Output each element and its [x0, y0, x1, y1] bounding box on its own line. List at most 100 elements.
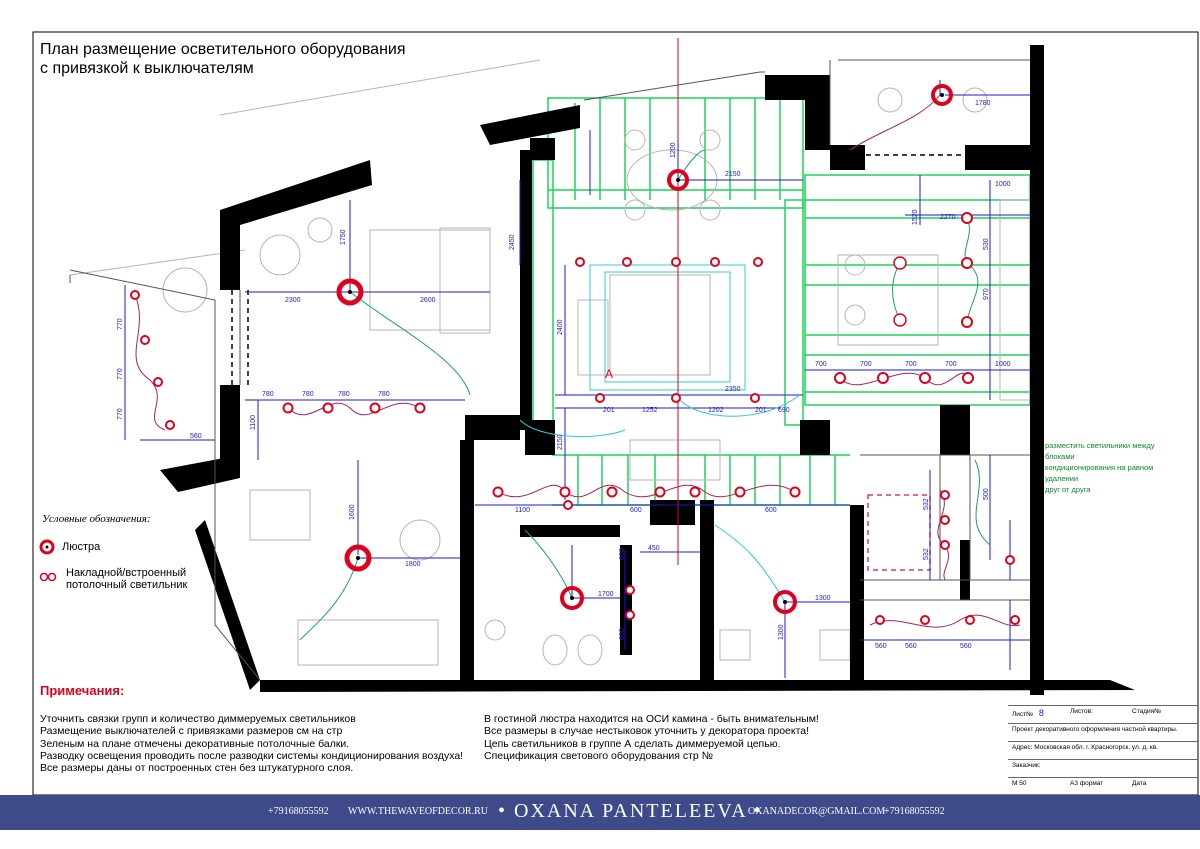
dim-label: 560 — [905, 643, 917, 650]
spot-light-icon — [671, 257, 681, 267]
green-annotation-line-1: разместить светильники между блоками — [1045, 441, 1155, 461]
dim-label: 450 — [648, 545, 660, 552]
walls — [160, 45, 1135, 695]
spot-lights — [130, 212, 1020, 625]
spot-light-icon — [710, 257, 720, 267]
spot-light-icon — [689, 486, 701, 498]
spot-light-icon — [369, 402, 381, 414]
stamp-date: Дата — [1132, 780, 1147, 787]
dim-label: 700 — [905, 361, 917, 368]
dim-label: 532 — [923, 548, 930, 560]
dim-label: 780 — [262, 391, 274, 398]
spot-light-icon — [622, 257, 632, 267]
dimension-labels: 1750 2300 2600 780 780 780 780 1100 1600… — [117, 100, 1011, 650]
green-annotation-line-3: друг от друга — [1045, 485, 1091, 494]
spot-light-icon — [1005, 555, 1015, 565]
spot-light-icon — [625, 585, 635, 595]
dim-label: 2350 — [725, 386, 741, 393]
dim-label: 1750 — [340, 229, 347, 245]
ceiling-outline — [589, 264, 746, 391]
dim-label: 600 — [765, 507, 777, 514]
note-line: В гостиной люстра находится на ОСИ камин… — [484, 713, 819, 725]
spot-light-icon — [940, 490, 950, 500]
dim-label: 770 — [117, 368, 124, 380]
spot-light-icon — [595, 393, 605, 403]
notes-left: Уточнить связки групп и количество димме… — [40, 713, 463, 774]
chandelier-icon — [667, 169, 689, 191]
title-line-2: с привязкой к выключателям — [40, 60, 254, 77]
spot-light-icon — [734, 486, 746, 498]
footer-email: OXANADECOR@GMAIL.COM — [748, 806, 886, 817]
dim-label: 532 — [923, 498, 930, 510]
dim-label: 1520 — [912, 209, 919, 225]
spot-light-icon — [563, 500, 573, 510]
spot-light-icon — [920, 615, 930, 625]
chandelier-icon — [344, 544, 372, 572]
stamp-sheets-label: Листов: — [1070, 708, 1093, 715]
stamp-sheet-label: Лист№ — [1012, 711, 1034, 718]
spot-light-icon — [961, 212, 973, 224]
dim-label: 530 — [983, 238, 990, 250]
spot-light-icon — [559, 486, 571, 498]
spot-light-icon — [919, 372, 931, 384]
spot-light-icon — [1010, 615, 1020, 625]
title-block: Лист№ 8 Листов: Стадия№ Проект декоратив… — [1008, 700, 1198, 820]
spot-light-icon — [940, 515, 950, 525]
dim-label: 2150 — [557, 434, 564, 450]
spot-light-icon — [140, 335, 150, 345]
note-line: Все размеры в случае нестыковок уточнить… — [484, 725, 810, 738]
spot-light-icon — [153, 377, 163, 387]
spot-light-icon — [753, 257, 763, 267]
spot-light-icon — [282, 402, 294, 414]
footer-bar: +79168055592 WWW.THEWAVEOFDECOR.RU • OXA… — [0, 795, 1200, 830]
footer-website: WWW.THEWAVEOFDECOR.RU — [348, 806, 488, 817]
dim-label: 1100 — [515, 507, 530, 514]
stamp-bottom-row: М 50 А3 формат Дата — [1008, 777, 1198, 795]
legend-spot-label: Накладной/встроенный потолочный светильн… — [66, 567, 187, 591]
stamp-sheet-value: 8 — [1038, 708, 1044, 718]
spot-light-icon — [961, 316, 973, 328]
dim-label: 2300 — [285, 297, 301, 304]
dim-label: 560 — [190, 433, 202, 440]
dim-label: 201 — [755, 407, 767, 414]
spot-light-icon — [875, 615, 885, 625]
dim-label: 1300 — [778, 624, 785, 640]
dim-label: 650 — [619, 628, 626, 640]
spot-light-icon — [671, 393, 681, 403]
dim-label: 1100 — [250, 415, 257, 430]
dim-label: 700 — [860, 361, 872, 368]
spot-light-icon — [750, 393, 760, 403]
legend-caption: Условные обозначения: — [42, 513, 151, 525]
stamp-client: Заказчик: — [1008, 759, 1198, 777]
dim-label: 1200 — [670, 142, 677, 158]
dim-label: 560 — [960, 643, 972, 650]
dim-label: 2400 — [557, 319, 564, 335]
note-line: Размещение выключателей с привязками раз… — [40, 725, 343, 738]
dim-label: 1202 — [708, 407, 724, 414]
note-line: Цепь светильников в группе А сделать дим… — [484, 737, 781, 750]
dim-label: 2600 — [420, 297, 436, 304]
stamp-stage-label: Стадия№ — [1132, 708, 1162, 715]
chandelier-icon — [336, 278, 364, 306]
notes-right: В гостиной люстра находится на ОСИ камин… — [484, 713, 819, 762]
dim-label: 201 — [603, 407, 615, 414]
dim-label: 970 — [983, 288, 990, 300]
dim-label: 500 — [983, 488, 990, 500]
note-line: Разводку освещения проводить после разво… — [40, 749, 464, 762]
dim-label: 780 — [378, 391, 390, 398]
green-annotation: разместить светильники между блоками кон… — [1045, 440, 1175, 495]
chandeliers — [336, 84, 953, 614]
dim-label: 780 — [302, 391, 314, 398]
stamp-format: А3 формат — [1070, 780, 1104, 787]
note-line: Все размеры даны от построенных стен без… — [40, 762, 354, 775]
note-line: Уточнить связки групп и количество димме… — [40, 713, 356, 725]
dim-label: 2450 — [509, 234, 516, 250]
legend-spot-line-2: потолочный светильник — [66, 579, 188, 591]
green-annotation-line-2: кондиционирования на равном удалении — [1045, 463, 1154, 483]
spot-light-icon — [606, 486, 618, 498]
footer-phone-1: +79168055592 — [268, 806, 329, 817]
stamp-project: Проект декоративного оформления частной … — [1008, 723, 1198, 741]
legend-spot-line-1: Накладной/встроенный — [66, 567, 187, 579]
dim-label: 1600 — [349, 504, 356, 520]
